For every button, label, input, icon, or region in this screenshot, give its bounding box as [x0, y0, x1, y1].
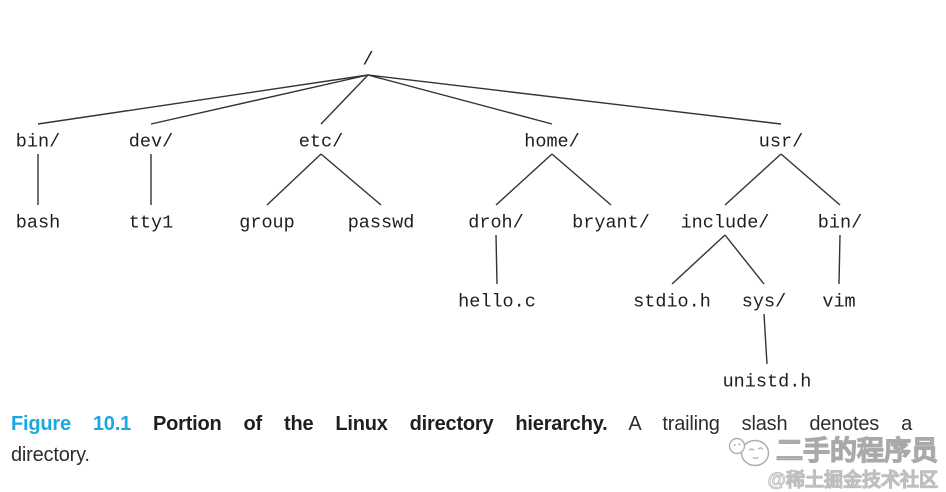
tree-edge-etc-to-group — [266, 153, 322, 206]
tree-edge-home-to-bryant — [551, 153, 612, 206]
tree-node-vim: vim — [822, 292, 855, 313]
figure-caption: Figure 10.1 Portion of the Linux directo… — [11, 409, 912, 471]
tree-node-droh: droh/ — [468, 213, 524, 234]
tree-node-usr-bin: bin/ — [818, 213, 862, 234]
figure-label: Figure 10.1 — [11, 413, 132, 435]
tree-edge-etc-to-passwd — [320, 153, 382, 206]
tree-svg: / bin/dev/etc/home/usr/bash tty1 group passw… — [16, 50, 862, 393]
tree-node-include: include/ — [681, 213, 770, 234]
tree-node-home: home/ — [524, 132, 580, 153]
tree-node-bryant: bryant/ — [572, 213, 650, 234]
tree-edge-root-to-etc — [320, 74, 369, 125]
tree-node-usr: usr/ — [759, 132, 803, 153]
tree-edge-sys-to-unistd-h — [763, 313, 768, 365]
tree-edge-home-to-droh — [495, 153, 553, 206]
tree-edge-usr-to-include — [724, 153, 782, 206]
tree-edge-include-to-sys — [724, 234, 765, 285]
tree-edge-root-to-bin — [37, 74, 369, 125]
figure-title: Portion of the Linux directory hierarchy… — [152, 413, 608, 435]
figure-description-end: directory. — [11, 444, 90, 466]
tree-node-group: group — [239, 213, 295, 234]
tree-node-unistd-h: unistd.h — [723, 372, 812, 393]
tree-node-bin: bin/ — [16, 132, 60, 153]
tree-edge-usr-to-usr-bin — [780, 153, 841, 206]
tree-edge-droh-to-hello-c — [495, 234, 498, 285]
tree-node-tty1: tty1 — [129, 213, 173, 234]
watermark-handle: @稀土掘金技术社区 — [767, 470, 938, 492]
figure-description-start: A trailing slash denotes a — [628, 413, 912, 435]
tree-node-sys: sys/ — [742, 292, 786, 313]
tree-edge-root-to-home — [367, 74, 553, 125]
tree-node-hello-c: hello.c — [458, 292, 536, 313]
directory-tree-diagram: / bin/dev/etc/home/usr/bash tty1 group passw… — [16, 50, 862, 393]
tree-edge-root-to-usr — [367, 74, 782, 125]
tree-node-etc: etc/ — [299, 132, 343, 153]
tree-node-bash: bash — [16, 213, 60, 234]
tree-edge-root-to-dev — [150, 74, 369, 125]
tree-node-passwd: passwd — [348, 213, 415, 234]
tree-node-root: / — [362, 50, 373, 71]
tree-edge-include-to-stdio-h — [671, 234, 726, 285]
tree-node-dev: dev/ — [129, 132, 173, 153]
tree-node-stdio-h: stdio.h — [633, 292, 711, 313]
caption-line-1: Figure 10.1 Portion of the Linux directo… — [11, 409, 912, 440]
tree-edge-usr-bin-to-vim — [838, 234, 841, 285]
